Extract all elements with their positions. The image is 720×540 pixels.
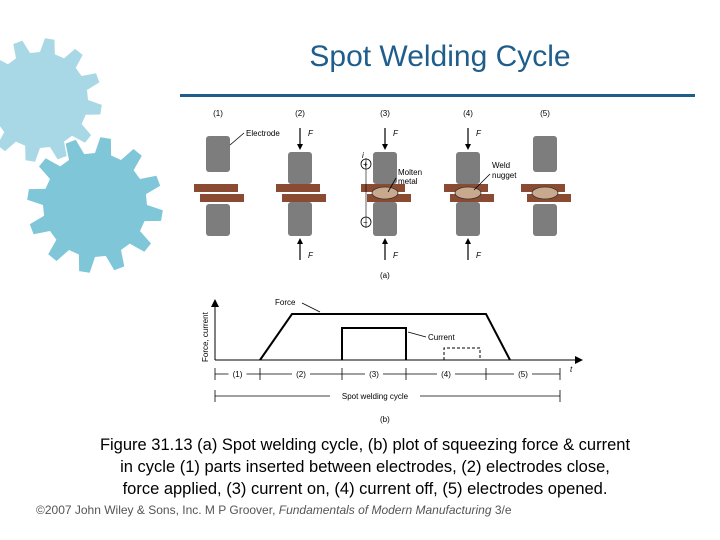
force-label: Force	[275, 298, 296, 307]
phase-label: (4)	[441, 370, 451, 379]
value-axis-arrow	[211, 299, 219, 307]
stage-label: (3)	[380, 109, 390, 118]
minus-sign: −	[363, 218, 368, 227]
upper-electrode	[206, 136, 230, 172]
upper-electrode	[288, 152, 312, 184]
phase-dimension-lines: (1) (2) (3) (4) (5)	[214, 368, 561, 380]
electrode-pointer	[229, 132, 245, 146]
caption-line: Figure 31.13 (a) Spot welding cycle, (b)…	[99, 436, 631, 454]
lower-electrode	[206, 204, 230, 236]
phase-label-bg	[437, 368, 455, 380]
slide-title: Spot Welding Cycle	[309, 40, 571, 73]
stage-4: FF	[444, 128, 494, 260]
gear-icon	[27, 137, 163, 273]
force-arrowhead	[465, 144, 471, 150]
force-arrowhead	[465, 238, 471, 244]
force-arrowhead	[297, 238, 303, 244]
force-arrowhead	[297, 144, 303, 150]
credit-book-title: Fundamentals of Modern Manufacturing	[278, 503, 492, 517]
force-symbol: F	[308, 129, 314, 138]
stage-label: (5)	[540, 109, 550, 118]
force-symbol: F	[308, 251, 314, 260]
caption-line: force applied, (3) current on, (4) curre…	[122, 480, 608, 498]
force-symbol: F	[476, 251, 482, 260]
cycle-label-bg	[330, 390, 420, 402]
stage-label: (2)	[295, 109, 305, 118]
upper-sheet	[276, 184, 320, 192]
title-underline	[180, 94, 695, 97]
stage-5	[521, 136, 571, 236]
phase-label-bg	[228, 368, 247, 380]
lower-electrode	[288, 202, 312, 236]
electrode-callout: Electrode	[246, 129, 280, 138]
phase-label: (5)	[518, 370, 528, 379]
stage-3: FF	[361, 128, 411, 260]
phase-label: (3)	[369, 370, 379, 379]
plus-sign: +	[363, 160, 368, 169]
lower-electrode	[533, 204, 557, 236]
cycle-label: Spot welding cycle	[342, 392, 409, 401]
gear-decoration	[0, 38, 163, 273]
upper-sheet	[194, 184, 238, 192]
phase-label-bg	[365, 368, 383, 380]
plot-ylabel: Force, current	[201, 311, 210, 362]
stage-labels: (1) (2) (3) (4) (5)	[213, 109, 550, 118]
credit-suffix: 3/e	[491, 503, 512, 517]
stage-2: FF	[276, 128, 326, 260]
lower-electrode	[456, 202, 480, 236]
weld-callout-line2: nugget	[492, 171, 517, 180]
molten-pointer	[387, 177, 397, 193]
plot-xlabel: t	[570, 365, 573, 374]
force-pointer	[301, 302, 321, 313]
current-off-dashed	[443, 347, 481, 360]
upper-electrode	[533, 136, 557, 172]
force-current-plot: Force, current t Force Current (1) (2) (3)…	[201, 298, 583, 424]
upper-electrode	[456, 152, 480, 184]
phase-label: (1)	[233, 370, 243, 379]
weld-nugget	[454, 186, 482, 200]
time-axis-arrow	[575, 356, 583, 364]
part-a-label: (a)	[380, 271, 390, 280]
force-arrowhead	[382, 238, 388, 244]
gear-icon	[0, 38, 102, 162]
stage-label: (4)	[463, 109, 473, 118]
weld-callout-line1: Weld	[492, 161, 510, 170]
molten-callout-line1: Molten	[398, 168, 422, 177]
molten-metal	[371, 186, 399, 200]
phase-label: (2)	[296, 370, 306, 379]
current-pointer	[407, 331, 427, 338]
upper-electrode	[373, 152, 397, 184]
phase-label-bg	[514, 368, 532, 380]
weld-nugget	[531, 186, 559, 200]
stage-1	[194, 136, 244, 236]
stage-label: (1)	[213, 109, 223, 118]
caption-line: in cycle (1) parts inserted between elec…	[120, 458, 610, 476]
current-curve	[341, 327, 407, 360]
figure-caption: Figure 31.13 (a) Spot welding cycle, (b)…	[60, 434, 670, 500]
credit-prefix: ©2007 John Wiley & Sons, Inc. M P Groove…	[36, 503, 279, 517]
part-b-label: (b)	[380, 415, 390, 424]
copyright-credit: ©2007 John Wiley & Sons, Inc. M P Groove…	[36, 503, 512, 517]
force-arrowhead	[382, 144, 388, 150]
current-label: Current	[428, 333, 455, 342]
force-symbol: F	[393, 251, 399, 260]
current-symbol: i	[362, 151, 364, 160]
lower-sheet	[282, 194, 326, 202]
force-curve	[259, 313, 511, 361]
force-symbol: F	[476, 129, 482, 138]
lower-sheet	[200, 194, 244, 202]
weld-pointer	[473, 173, 491, 191]
force-symbol: F	[393, 129, 399, 138]
molten-callout-line2: metal	[398, 177, 418, 186]
phase-label-bg	[292, 368, 310, 380]
lower-electrode	[373, 202, 397, 236]
